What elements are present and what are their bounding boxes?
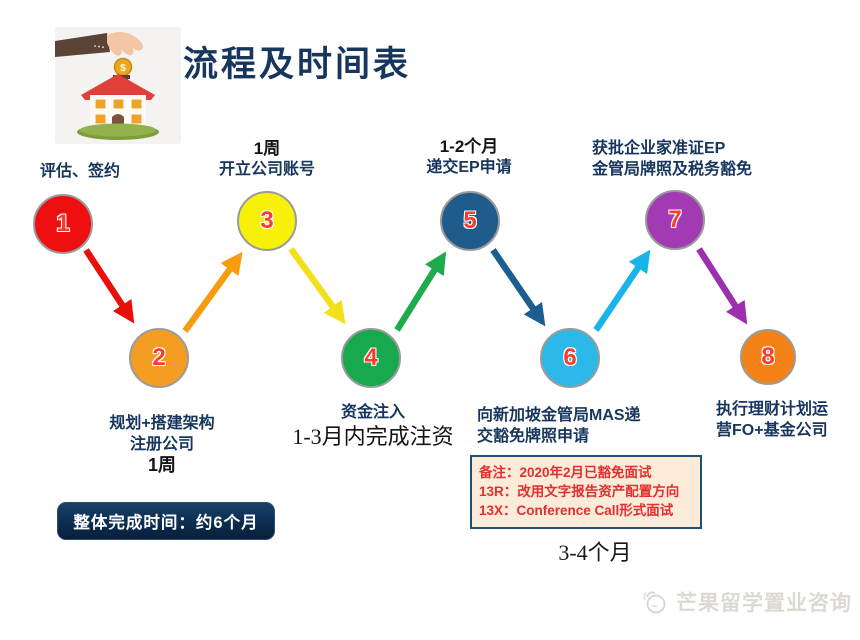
step-7-label-line: 获批企业家准证EP	[592, 140, 726, 157]
mango-logo-icon	[643, 591, 666, 614]
step-8-label-line: 执行理财计划运	[716, 401, 829, 418]
step-2-duration: 1周	[147, 455, 176, 475]
step-5-label-line: 递交EP申请	[426, 159, 512, 176]
step-circle-4: 4	[341, 328, 401, 388]
watermark: 芒果留学置业咨询	[639, 587, 852, 617]
step-2-label-line: 注册公司	[129, 436, 194, 453]
step-7-label-line: 金管局牌照及税务豁免	[592, 161, 753, 178]
step-number: 1	[56, 210, 70, 237]
step-number: 3	[260, 207, 274, 234]
total-time-box: 整体完成时间：约6个月	[57, 502, 275, 540]
house-coin-icon: $	[55, 27, 181, 144]
step-number: 7	[668, 206, 682, 233]
step-4-label: 资金注入 1-3月内完成注资	[282, 402, 464, 451]
step-3-label-line: 开立公司账号	[218, 161, 315, 178]
step-circle-1: 1	[33, 194, 93, 254]
step-number: 4	[364, 344, 378, 371]
step-4-label-line: 资金注入	[340, 404, 405, 421]
page-title: 流程及时间表	[183, 45, 412, 84]
step-8-label-line: 营FO+基金公司	[716, 422, 828, 439]
step-circle-8: 8	[740, 329, 796, 385]
step-6-label-line: 交豁免牌照申请	[477, 428, 590, 445]
step-circle-3: 3	[237, 191, 297, 251]
arrow-6-7	[593, 249, 651, 332]
step-number: 5	[463, 207, 477, 234]
step-5-duration: 1-2个月	[439, 137, 499, 156]
step-number: 2	[152, 344, 166, 371]
step-7-label: 获批企业家准证EP 金管局牌照及税务豁免	[592, 138, 854, 180]
step-1-label-line: 评估、签约	[39, 163, 120, 180]
arrow-2-3	[182, 251, 243, 333]
step-3-label: 1周 开立公司账号	[192, 138, 342, 180]
step-number: 8	[761, 343, 775, 370]
arrow-5-6	[490, 248, 546, 327]
step-circle-6: 6	[540, 328, 600, 388]
arrow-3-4	[288, 247, 346, 325]
arrow-7-8	[696, 247, 748, 325]
step-circle-5: 5	[440, 191, 500, 251]
step-1-label: 评估、签约	[18, 161, 142, 182]
watermark-text: 芒果留学置业咨询	[676, 592, 852, 615]
svg-text:$: $	[120, 63, 126, 74]
step-3-duration: 1周	[253, 139, 281, 158]
step-circle-7: 7	[645, 190, 705, 250]
note-line: 备注：2020年2月已豁免面试	[479, 465, 652, 480]
note-line: 13X：Conference Call形式面试	[479, 503, 674, 518]
step-4-duration: 1-3月内完成注资	[292, 424, 454, 449]
arrow-4-5	[394, 251, 447, 332]
total-time-text: 整体完成时间：约6个月	[73, 514, 259, 532]
step-8-label: 执行理财计划运 营FO+基金公司	[716, 399, 860, 441]
stage-duration-label: 3-4个月	[558, 540, 632, 565]
step-6-label-line: 向新加坡金管局MAS递	[477, 407, 641, 424]
step-number: 6	[563, 344, 577, 371]
step-2-label-line: 规划+搭建架构	[109, 415, 215, 432]
step-5-label: 1-2个月 递交EP申请	[393, 136, 545, 178]
arrow-1-2	[83, 248, 135, 324]
step-2-label: 规划+搭建架构 注册公司 1周	[88, 413, 236, 476]
note-box: 备注：2020年2月已豁免面试 13R：改用文字报告资产配置方向 13X：Con…	[470, 455, 702, 529]
note-line: 13R：改用文字报告资产配置方向	[479, 484, 680, 499]
step-6-label: 向新加坡金管局MAS递 交豁免牌照申请	[477, 405, 677, 447]
step-circle-2: 2	[129, 328, 189, 388]
